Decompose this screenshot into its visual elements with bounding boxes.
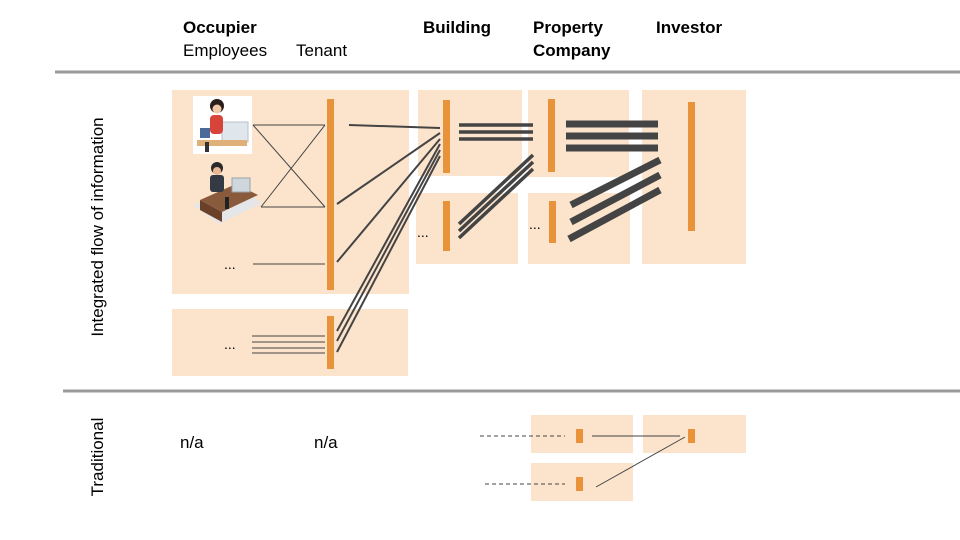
property-bar-2 bbox=[549, 201, 556, 243]
traditional-property-bar-2 bbox=[576, 477, 583, 491]
ellipsis-more-buildings: ... bbox=[417, 224, 429, 240]
woman-at-desk-icon bbox=[193, 96, 252, 154]
property-bar-1 bbox=[548, 99, 555, 172]
man-at-desk-icon bbox=[193, 162, 262, 224]
investor-bar bbox=[688, 102, 695, 231]
header-investor: Investor bbox=[656, 18, 723, 37]
ellipsis-more-occupiers: ... bbox=[224, 336, 236, 352]
tenant-building-connectors bbox=[336, 124, 441, 353]
building-property-connectors bbox=[457, 123, 535, 240]
tenant-bar-main bbox=[327, 99, 334, 290]
header-property-company-line2: Company bbox=[533, 41, 611, 60]
building-bar-2 bbox=[443, 201, 450, 251]
traditional-employees-na: n/a bbox=[180, 433, 204, 452]
property-investor-connectors bbox=[566, 120, 662, 243]
traditional-tenant-na: n/a bbox=[314, 433, 338, 452]
header-occupier: Occupier bbox=[183, 18, 257, 37]
employee-tenant-connectors bbox=[252, 124, 326, 354]
traditional-connectors bbox=[480, 435, 686, 488]
traditional-property-bar-1 bbox=[576, 429, 583, 443]
ellipsis-more-property-companies: ... bbox=[529, 216, 541, 232]
ellipsis-more-employees: ... bbox=[224, 256, 236, 272]
header-building: Building bbox=[423, 18, 491, 37]
tenant-bar-other bbox=[327, 316, 334, 369]
header-property-company-line1: Property bbox=[533, 18, 603, 37]
building-bar-1 bbox=[443, 100, 450, 173]
header-tenant: Tenant bbox=[296, 41, 348, 60]
traditional-investor-bar bbox=[688, 429, 695, 443]
header-employees: Employees bbox=[183, 41, 268, 60]
